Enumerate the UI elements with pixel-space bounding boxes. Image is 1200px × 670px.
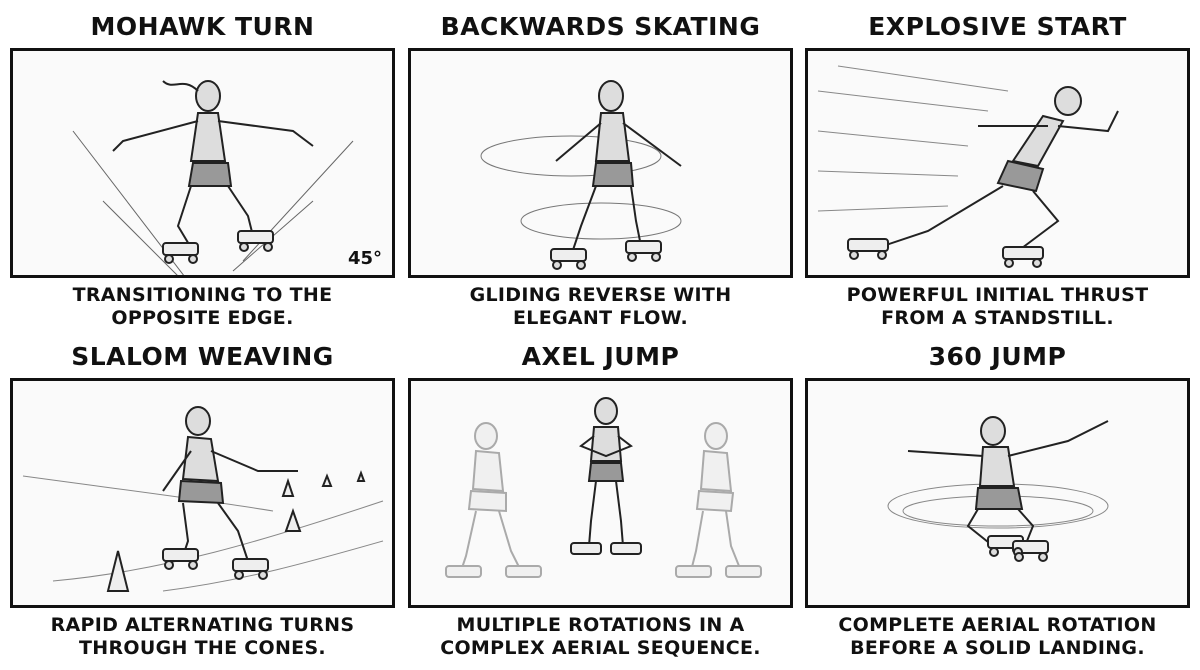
caption-line: MULTIPLE ROTATIONS IN A <box>456 614 745 636</box>
panel-illustration <box>408 48 793 278</box>
panel-slalom-weaving: SLALOM WEAVING <box>10 342 395 660</box>
caption-line: POWERFUL INITIAL THRUST <box>846 284 1149 306</box>
panel-title: EXPLOSIVE START <box>868 12 1127 41</box>
caption-line: THROUGH THE CONES. <box>79 637 326 659</box>
panel-caption: MULTIPLE ROTATIONS IN A COMPLEX AERIAL S… <box>408 614 793 660</box>
panel-backwards-skating: BACKWARDS SKATING <box>408 12 793 330</box>
panel-caption: POWERFUL INITIAL THRUST FROM A STANDSTIL… <box>805 284 1190 330</box>
panel-explosive-start: EXPLOSIVE START <box>805 12 1190 330</box>
panel-illustration <box>805 48 1190 278</box>
panel-360-jump: 360 JUMP <box>805 342 1190 660</box>
skater-illustration <box>480 80 682 270</box>
panel-illustration <box>10 378 395 608</box>
panel-caption: TRANSITIONING TO THE OPPOSITE EDGE. <box>10 284 395 330</box>
skater-illustration <box>22 406 384 592</box>
panel-illustration: 45° <box>10 48 395 278</box>
panel-title: SLALOM WEAVING <box>71 342 334 371</box>
panel-mohawk-turn: MOHAWK TURN <box>10 12 395 330</box>
panel-illustration <box>408 378 793 608</box>
panel-title: AXEL JUMP <box>521 342 680 371</box>
caption-line: GLIDING REVERSE WITH <box>469 284 732 306</box>
caption-line: OPPOSITE EDGE. <box>111 307 294 329</box>
panel-axel-jump: AXEL JUMP <box>408 342 793 660</box>
caption-line: ELEGANT FLOW. <box>513 307 688 329</box>
panel-illustration <box>805 378 1190 608</box>
skater-illustration <box>817 65 1119 268</box>
panel-title: MOHAWK TURN <box>90 12 315 41</box>
panel-title: BACKWARDS SKATING <box>440 12 761 41</box>
panel-title: 360 JUMP <box>928 342 1067 371</box>
panel-caption: GLIDING REVERSE WITH ELEGANT FLOW. <box>408 284 793 330</box>
panel-caption: RAPID ALTERNATING TURNS THROUGH THE CONE… <box>10 614 395 660</box>
skater-illustration <box>887 416 1109 562</box>
caption-line: BEFORE A SOLID LANDING. <box>850 637 1145 659</box>
caption-line: COMPLETE AERIAL ROTATION <box>838 614 1157 636</box>
caption-line: COMPLEX AERIAL SEQUENCE. <box>440 637 761 659</box>
skater-illustration <box>445 397 762 578</box>
caption-line: RAPID ALTERNATING TURNS <box>50 614 355 636</box>
panel-caption: COMPLETE AERIAL ROTATION BEFORE A SOLID … <box>805 614 1190 660</box>
caption-line: FROM A STANDSTILL. <box>881 307 1114 329</box>
skater-illustration <box>72 80 354 275</box>
angle-label: 45° <box>347 248 382 269</box>
caption-line: TRANSITIONING TO THE <box>72 284 333 306</box>
